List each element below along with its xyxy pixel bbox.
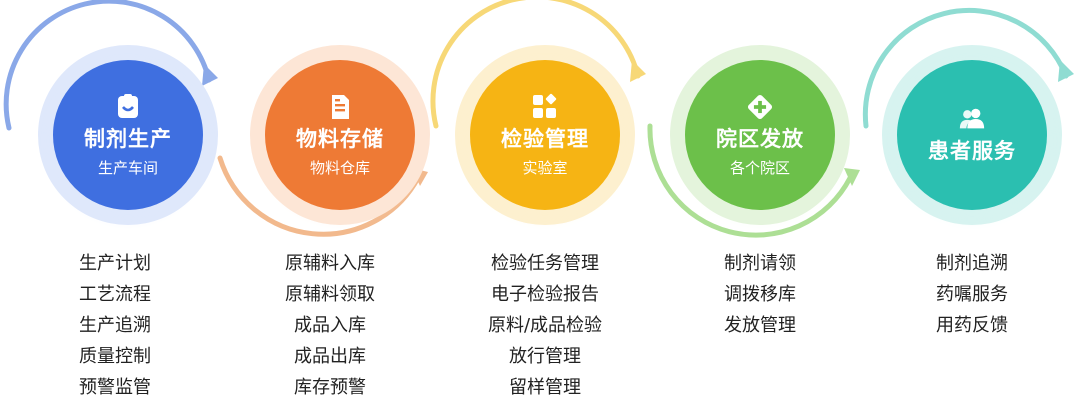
list-item: 工艺流程 xyxy=(79,284,151,305)
list-item: 电子检验报告 xyxy=(491,284,599,305)
stage-items-distribution: 制剂请领 调拨移库 发放管理 xyxy=(660,248,860,341)
stage-circle: 患者服务 xyxy=(897,60,1047,210)
list-item: 原料/成品检验 xyxy=(487,315,603,336)
arc-distribution xyxy=(647,123,860,238)
list-item: 预警监管 xyxy=(79,377,151,398)
list-item: 原辅料入库 xyxy=(285,253,375,274)
stage-items-inspection: 检验任务管理 电子检验报告 原料/成品检验 放行管理 留样管理 xyxy=(445,248,645,403)
list-item: 留样管理 xyxy=(509,377,581,398)
stage-title: 制剂生产 xyxy=(84,127,172,152)
list-item: 放行管理 xyxy=(509,346,581,367)
stage-subtitle: 生产车间 xyxy=(97,158,158,177)
users-icon xyxy=(958,105,986,133)
stage-production: 制剂生产 生产车间 xyxy=(38,45,218,225)
medical-cross-icon xyxy=(746,93,774,121)
stage-items-storage: 原辅料入库 原辅料领取 成品入库 成品出库 库存预警 xyxy=(230,248,430,403)
list-item: 检验任务管理 xyxy=(491,253,599,274)
list-item: 成品入库 xyxy=(294,315,366,336)
list-item: 生产计划 xyxy=(79,253,151,274)
stage-patient: 患者服务 xyxy=(882,45,1062,225)
stage-circle: 检验管理 实验室 xyxy=(470,60,620,210)
list-item: 药嘱服务 xyxy=(936,284,1008,305)
stage-items-patient: 制剂追溯 药嘱服务 用药反馈 xyxy=(872,248,1072,341)
arc-patient xyxy=(862,7,1074,129)
stage-circle: 院区发放 各个院区 xyxy=(685,60,835,210)
stage-storage: 物料存储 物料仓库 xyxy=(250,45,430,225)
stage-title: 院区发放 xyxy=(716,127,804,152)
stage-subtitle: 实验室 xyxy=(522,158,568,177)
list-item: 原辅料领取 xyxy=(285,284,375,305)
stage-items-production: 生产计划 工艺流程 生产追溯 质量控制 预警监管 xyxy=(15,248,215,403)
stage-inspection: 检验管理 实验室 xyxy=(455,45,635,225)
list-item: 成品出库 xyxy=(294,346,366,367)
list-item: 调拨移库 xyxy=(724,284,796,305)
stage-distribution: 院区发放 各个院区 xyxy=(670,45,850,225)
list-item: 生产追溯 xyxy=(79,315,151,336)
arc-inspection xyxy=(430,0,646,129)
apps-icon xyxy=(531,93,559,121)
stage-circle: 物料存储 物料仓库 xyxy=(265,60,415,210)
list-item: 库存预警 xyxy=(294,377,366,398)
list-item: 发放管理 xyxy=(724,315,796,336)
clipboard-icon xyxy=(114,93,142,121)
stage-circle: 制剂生产 生产车间 xyxy=(53,60,203,210)
list-item: 用药反馈 xyxy=(936,315,1008,336)
stage-title: 物料存储 xyxy=(296,127,384,152)
stage-title: 检验管理 xyxy=(501,127,589,152)
document-icon xyxy=(326,93,354,121)
stage-subtitle: 物料仓库 xyxy=(309,158,370,177)
list-item: 制剂请领 xyxy=(724,253,796,274)
list-item: 制剂追溯 xyxy=(936,253,1008,274)
stage-title: 患者服务 xyxy=(928,139,1016,164)
arc-production xyxy=(3,0,218,131)
list-item: 质量控制 xyxy=(79,346,151,367)
stage-subtitle: 各个院区 xyxy=(729,158,790,177)
